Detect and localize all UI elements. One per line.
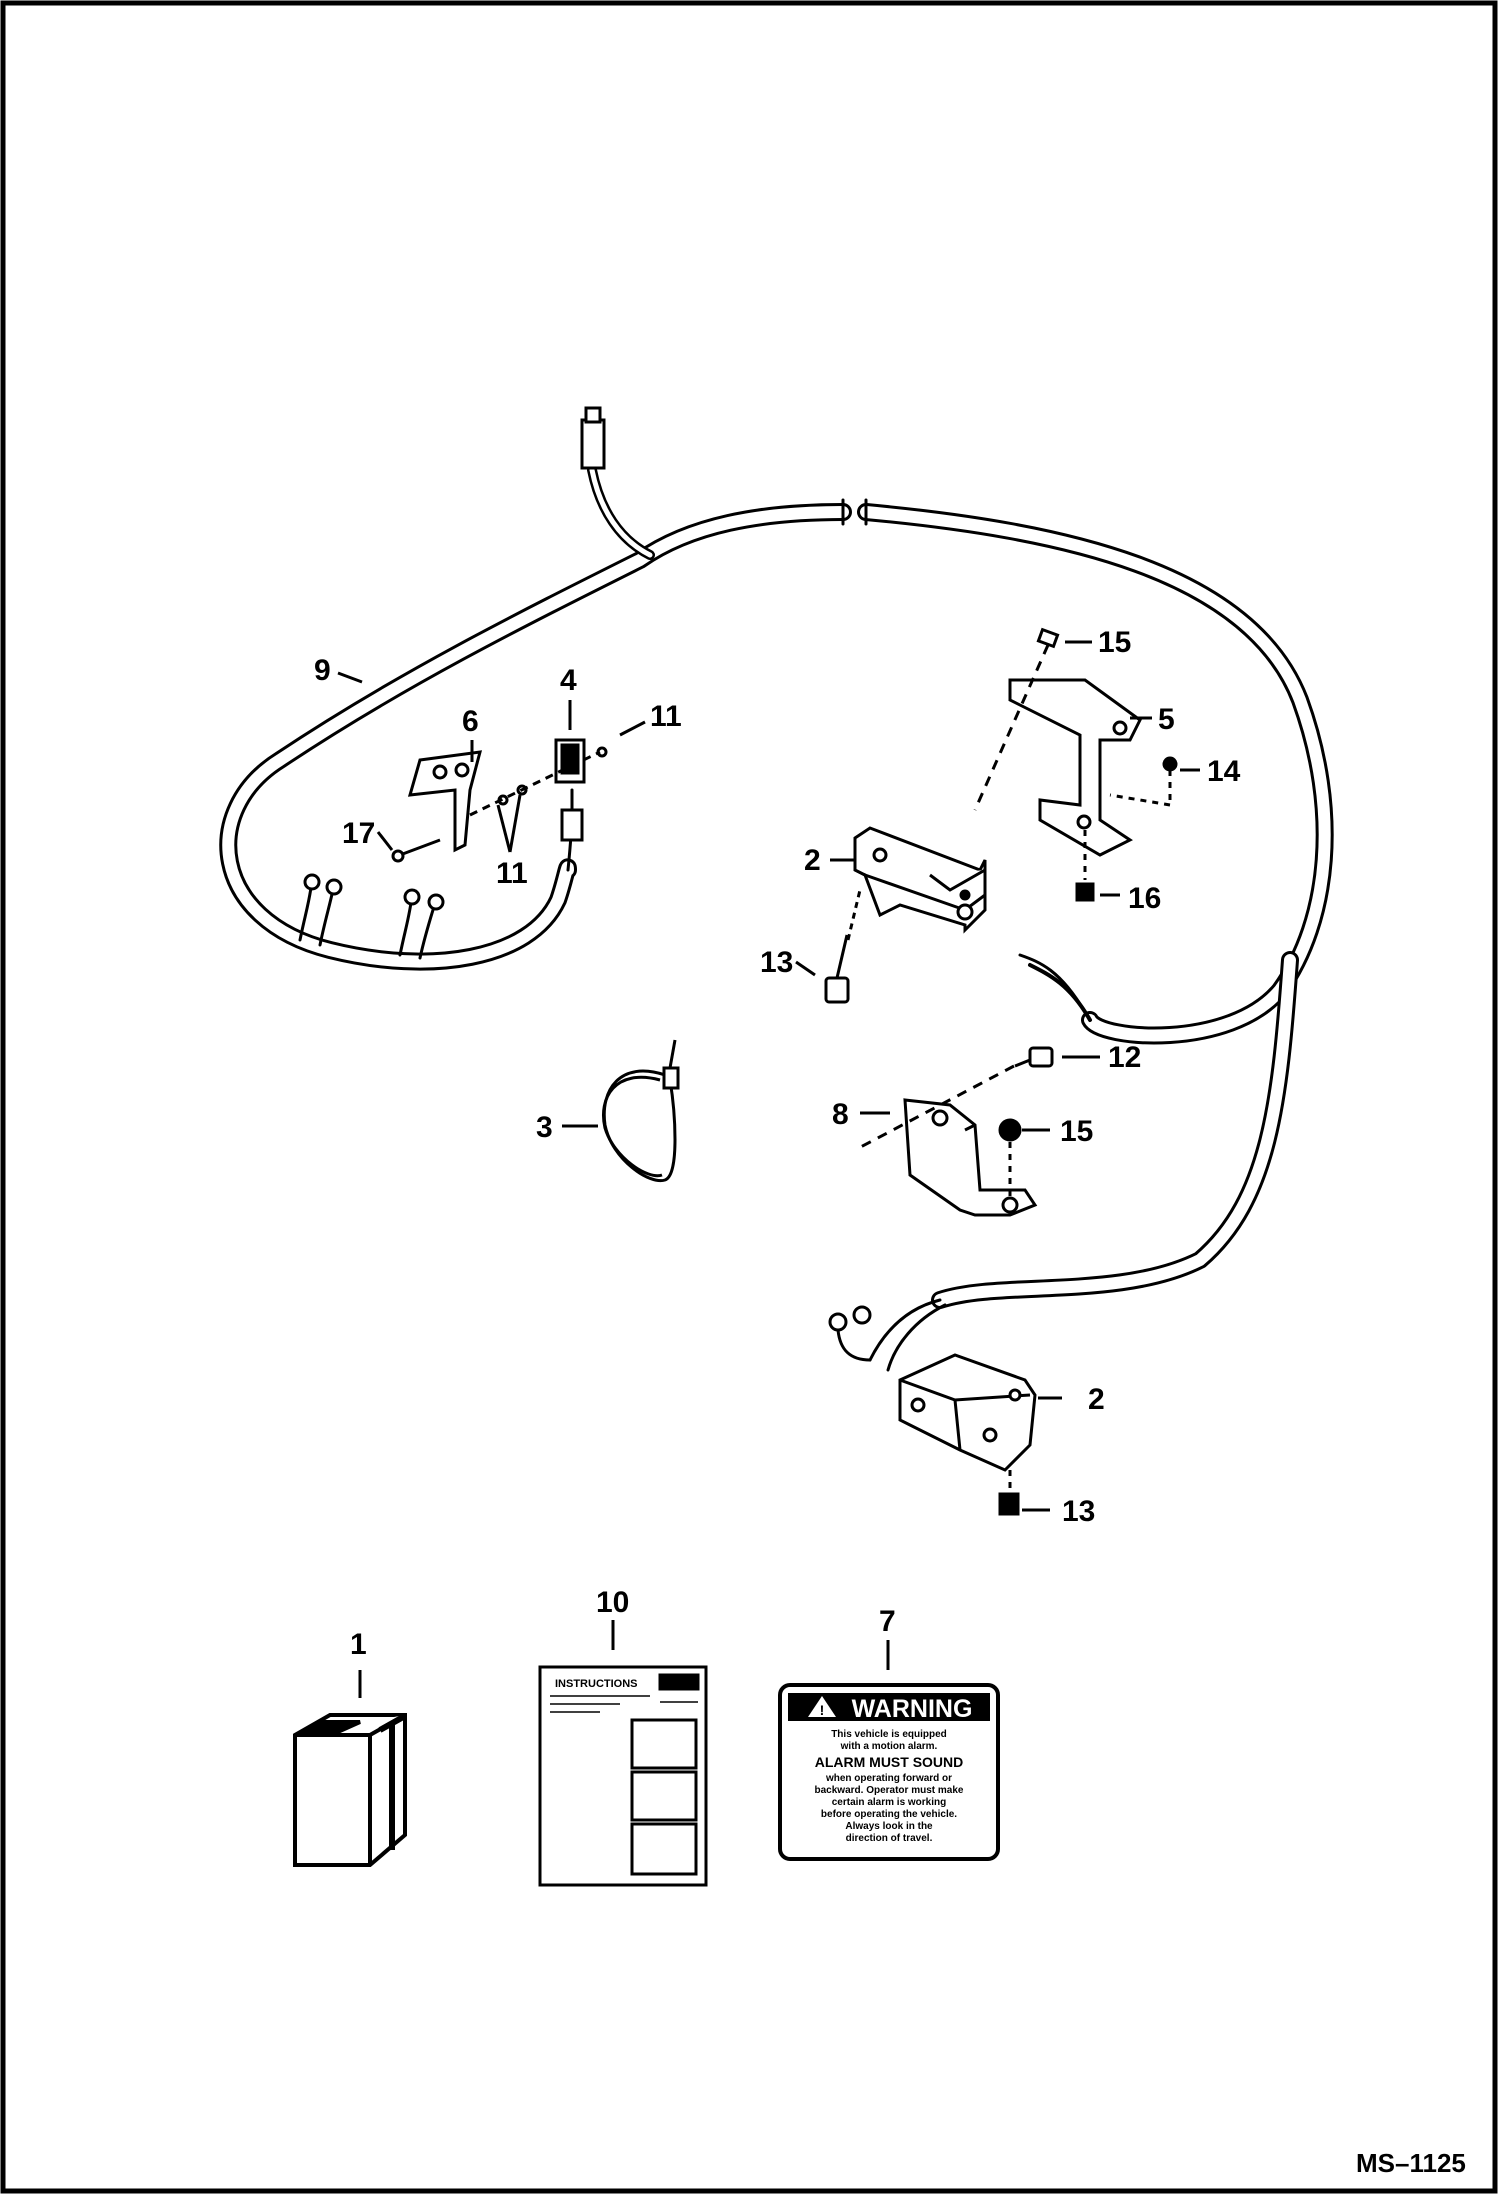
instruction-sheet-heading: INSTRUCTIONS xyxy=(555,1678,638,1690)
alarm-2-lower xyxy=(898,1353,1037,1472)
leader-lines xyxy=(337,640,1200,1698)
screw-17 xyxy=(391,838,441,863)
screw-13-upper xyxy=(824,889,862,1004)
alarm-2-upper xyxy=(853,826,987,934)
callout-3: 3 xyxy=(536,1111,553,1144)
callout-6: 6 xyxy=(462,705,479,738)
warning-line-2: with a motion alarm. xyxy=(840,1741,938,1752)
nut-15-top xyxy=(973,627,1060,811)
bolt-12 xyxy=(854,1046,1054,1152)
callout-13-upper: 13 xyxy=(760,946,793,979)
warning-line-1: This vehicle is equipped xyxy=(831,1729,947,1740)
motion-alarm-1 xyxy=(293,1713,407,1867)
callout-7: 7 xyxy=(879,1605,896,1638)
document-id: MS–1125 xyxy=(1356,2148,1466,2178)
callout-14: 14 xyxy=(1207,755,1241,788)
warning-line-8: Always look in the xyxy=(845,1821,933,1832)
screw-13-lower xyxy=(998,1470,1020,1516)
callout-2-lower: 2 xyxy=(1088,1383,1105,1416)
warning-decal-7: ! xyxy=(778,1683,1000,1861)
warning-line-4: when operating forward or xyxy=(825,1773,952,1784)
callout-5: 5 xyxy=(1158,703,1175,736)
bracket-6 xyxy=(407,750,483,853)
callout-10: 10 xyxy=(596,1586,629,1619)
callout-1: 1 xyxy=(350,1628,367,1661)
callout-16: 16 xyxy=(1128,882,1161,915)
switch-4 xyxy=(554,738,586,784)
callout-4: 4 xyxy=(560,664,577,697)
wire-harness xyxy=(219,406,1334,1372)
cable-tie-3 xyxy=(602,1039,680,1183)
nuts-11 xyxy=(469,746,608,817)
nut-16 xyxy=(1075,830,1095,902)
bolt-14 xyxy=(1109,756,1178,807)
nut-15-lower xyxy=(998,1118,1022,1200)
svg-text:!: ! xyxy=(820,1702,825,1718)
callout-2-upper: 2 xyxy=(804,844,821,877)
callout-15-top: 15 xyxy=(1098,626,1131,659)
callout-8: 8 xyxy=(832,1098,849,1131)
instruction-sheet-10 xyxy=(538,1665,708,1887)
warning-line-3: ALARM MUST SOUND xyxy=(815,1754,964,1770)
warning-line-5: backward. Operator must make xyxy=(815,1785,964,1796)
warning-line-7: before operating the vehicle. xyxy=(821,1809,957,1820)
warning-triangle-icon xyxy=(808,1696,836,1717)
bracket-5 xyxy=(1008,678,1142,857)
warning-header: WARNING xyxy=(852,1695,973,1723)
callout-11-lower: 11 xyxy=(496,857,528,890)
callout-12: 12 xyxy=(1108,1041,1141,1074)
callout-17: 17 xyxy=(342,817,375,850)
warning-line-9: direction of travel. xyxy=(846,1833,933,1844)
callout-9: 9 xyxy=(314,654,331,687)
callout-15-lower: 15 xyxy=(1060,1115,1093,1148)
bracket-8 xyxy=(903,1098,1038,1217)
warning-line-6: certain alarm is working xyxy=(832,1797,947,1808)
callout-13-lower: 13 xyxy=(1062,1495,1095,1528)
callout-11-right: 11 xyxy=(650,700,682,733)
